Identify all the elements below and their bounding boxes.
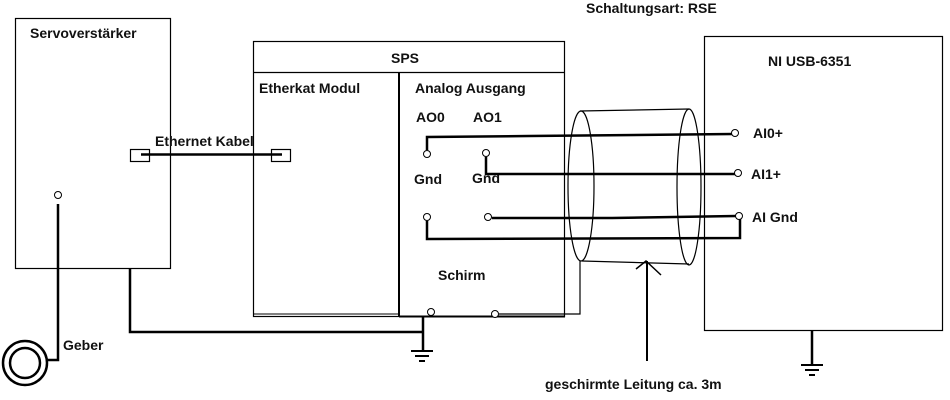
shield-label: Schirm: [438, 267, 485, 283]
encoder-wire: [47, 204, 60, 362]
gnd1-terminal: [423, 213, 431, 221]
servo-amplifier-label: Servoverstärker: [30, 25, 137, 41]
ni-daq-label: NI USB-6351: [768, 53, 851, 69]
shielded-cable-icon: [567, 108, 702, 266]
analog-output-label: Analog Ausgang: [415, 80, 526, 96]
ai0-terminal: [731, 129, 739, 137]
gnd2-terminal: [484, 213, 492, 221]
aignd-label: AI Gnd: [752, 209, 798, 225]
shield-terminal-1: [427, 308, 435, 316]
cable-label: geschirmte Leitung ca. 3m: [545, 376, 722, 392]
encoder-label: Geber: [63, 337, 104, 353]
ao0-label: AO0: [416, 109, 445, 125]
ao1-label: AO1: [473, 109, 502, 125]
ao1-terminal: [482, 149, 490, 157]
circuit-mode-title: Schaltungsart: RSE: [586, 0, 717, 16]
ao0-terminal: [423, 150, 431, 158]
ni-daq-box: [703, 35, 944, 332]
cable-pointer-arrow: [635, 260, 662, 361]
ethercat-module-label: Etherkat Modul: [259, 80, 360, 96]
daq-ground-icon: [801, 364, 823, 376]
shield-terminal-2: [491, 310, 499, 318]
sps-label: SPS: [391, 50, 419, 66]
gnd1-to-aignd-wire: [425, 218, 742, 241]
ao1-to-ai1-wire: [484, 157, 736, 176]
sps-ground-icon: [411, 350, 433, 362]
ethernet-cable-label: Ethernet Kabel: [155, 133, 254, 149]
gnd1-label: Gnd: [414, 171, 442, 187]
servo-ground-wire: [128, 268, 422, 334]
ai1-label: AI1+: [751, 166, 781, 182]
ai0-label: AI0+: [753, 125, 783, 141]
shield-wire: [499, 261, 581, 315]
servo-amplifier-box: [14, 17, 172, 270]
gnd2-to-aignd-wire: [492, 214, 737, 220]
aignd-terminal: [735, 212, 743, 220]
ai1-terminal: [734, 169, 742, 177]
encoder-icon: [1, 339, 49, 387]
servo-encoder-terminal: [54, 191, 62, 199]
ao0-to-ai0-wire: [425, 132, 734, 150]
